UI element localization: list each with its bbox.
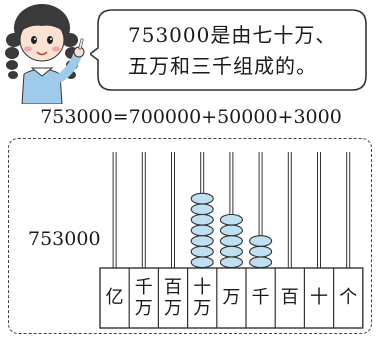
abacus-bead (190, 235, 214, 247)
abacus-frame (8, 138, 372, 334)
abacus-bead (190, 203, 214, 216)
abacus-bead (219, 213, 243, 226)
abacus-rod (317, 152, 321, 268)
abacus-bead (249, 245, 273, 258)
abacus-bead (219, 256, 243, 269)
place-label: 个 (339, 287, 358, 308)
abacus-bead (249, 256, 273, 269)
abacus-bead (190, 213, 214, 226)
abacus-number-label: 753000 (28, 228, 101, 250)
abacus-bead (190, 224, 214, 237)
place-label: 百万 (163, 277, 182, 319)
place-value-box (99, 267, 364, 329)
place-label: 万 (222, 287, 241, 308)
decomposition-equation: 753000=700000+50000+3000 (40, 106, 342, 128)
abacus-bead (219, 224, 243, 237)
abacus-rod (346, 152, 351, 268)
abacus-rod (171, 152, 175, 268)
abacus-bead (190, 245, 214, 258)
speech-line-1: 753000是由七十万、 (128, 23, 337, 47)
abacus-bead (190, 256, 214, 269)
abacus-rod (112, 152, 117, 268)
place-label: 亿 (105, 287, 124, 308)
place-label: 百 (280, 287, 299, 308)
abacus-rod (287, 152, 292, 268)
speech-bubble (90, 9, 367, 91)
place-label: 十万 (193, 277, 212, 319)
place-label: 千 (251, 287, 270, 308)
abacus-bead (219, 245, 243, 258)
abacus-bead (249, 235, 273, 247)
girl-illustration (5, 4, 85, 104)
place-label: 千万 (134, 277, 153, 319)
speech-line-2: 五万和三千组成的。 (128, 54, 317, 78)
abacus-bead (219, 235, 243, 247)
place-label: 十 (309, 287, 328, 308)
abacus-bead (190, 192, 214, 205)
abacus-rod (141, 152, 146, 268)
